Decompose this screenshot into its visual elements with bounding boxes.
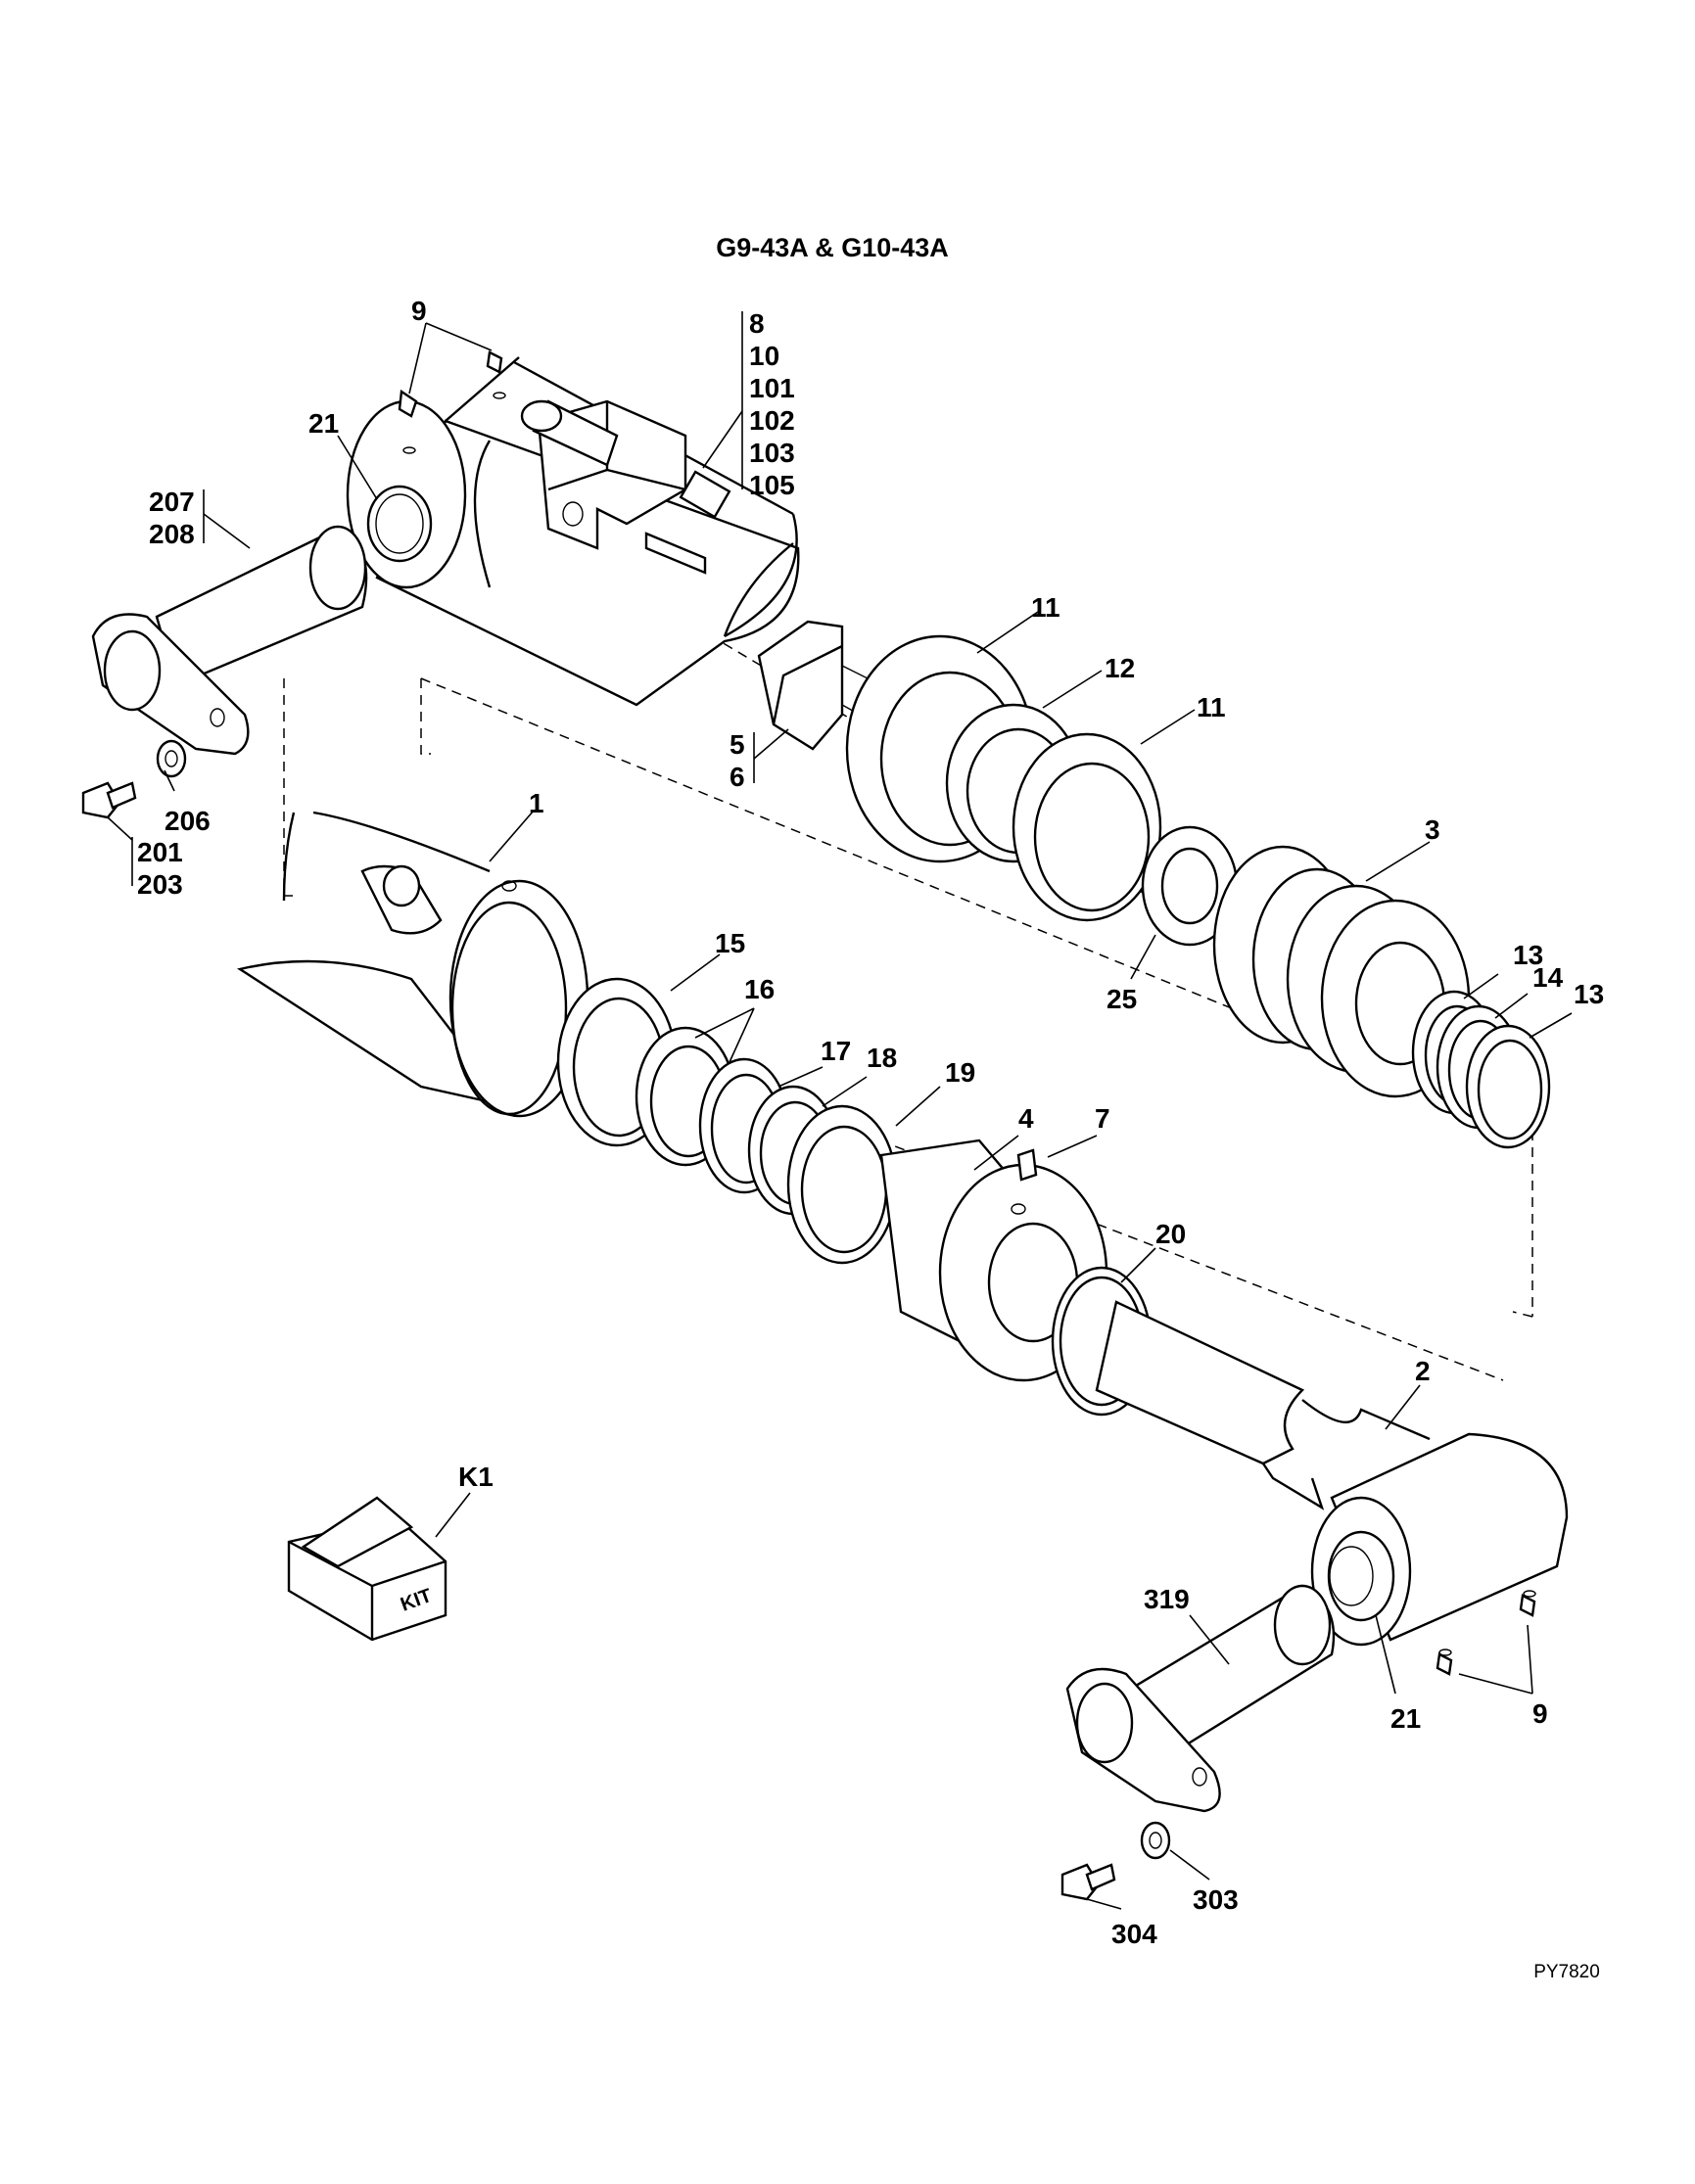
callout-17: 17: [821, 1036, 851, 1066]
callout-6: 6: [730, 762, 745, 792]
diagram-title: G9-43A & G10-43A: [716, 233, 949, 262]
grease-fitting-top: [398, 350, 506, 454]
callout-25: 25: [1106, 984, 1137, 1014]
callout-14: 14: [1532, 962, 1564, 993]
callout-203: 203: [137, 869, 183, 900]
callout-1: 1: [529, 788, 544, 818]
callout-207: 207: [149, 487, 195, 517]
callout-208: 208: [149, 519, 195, 549]
grease-fitting-bottom: [1436, 1590, 1536, 1676]
callout-9-top: 9: [411, 296, 427, 326]
callout-105: 105: [749, 470, 795, 500]
callout-3: 3: [1425, 814, 1440, 845]
callout-4: 4: [1018, 1103, 1034, 1134]
cylinder-tube-1: [236, 811, 589, 1118]
callout-319: 319: [1144, 1584, 1190, 1614]
callout-5: 5: [730, 729, 745, 760]
callout-15: 15: [715, 928, 745, 958]
callout-labels: 9 21 8 10 101 102 103 105 207 208 11 12 …: [137, 296, 1604, 1949]
kit-box: KIT: [287, 1496, 447, 1642]
callout-102: 102: [749, 405, 795, 436]
callout-18: 18: [867, 1043, 897, 1073]
callout-16: 16: [744, 974, 775, 1004]
callout-12: 12: [1105, 653, 1135, 683]
bolt-304: [1060, 1821, 1171, 1901]
callout-13-a: 13: [1513, 940, 1543, 970]
callout-101: 101: [749, 373, 795, 403]
callout-206: 206: [165, 806, 211, 836]
rod-eye: [1310, 1432, 1569, 1647]
callout-11-a: 11: [1031, 592, 1060, 623]
callout-21-top: 21: [308, 408, 339, 439]
callout-7: 7: [1095, 1103, 1110, 1134]
piston-seals: [556, 977, 898, 1265]
callout-8: 8: [749, 308, 765, 339]
callout-21-bottom: 21: [1390, 1703, 1421, 1734]
rings-13-14: [1411, 990, 1551, 1149]
callout-k1: K1: [458, 1462, 494, 1492]
callout-13-b: 13: [1574, 979, 1604, 1009]
leader-lines: [107, 311, 1573, 1910]
rod-2: [1095, 1300, 1431, 1510]
bolt-201-203: [81, 739, 187, 819]
callout-2: 2: [1415, 1356, 1431, 1386]
pin-207-208: [91, 525, 368, 756]
callout-11-b: 11: [1197, 692, 1226, 722]
callout-20: 20: [1155, 1219, 1186, 1249]
valve-block: [520, 399, 731, 575]
cylinder-barrel: [346, 356, 800, 707]
drawing-code: PY7820: [1533, 1962, 1600, 1982]
gland-rings: [845, 634, 1162, 922]
callout-10: 10: [749, 341, 779, 371]
callout-9-bottom: 9: [1532, 1698, 1548, 1729]
callout-304: 304: [1111, 1919, 1157, 1949]
pin-319: [1065, 1584, 1336, 1813]
callout-303: 303: [1193, 1884, 1239, 1915]
callout-103: 103: [749, 438, 795, 468]
callout-201: 201: [137, 837, 183, 867]
callout-19: 19: [945, 1057, 975, 1088]
